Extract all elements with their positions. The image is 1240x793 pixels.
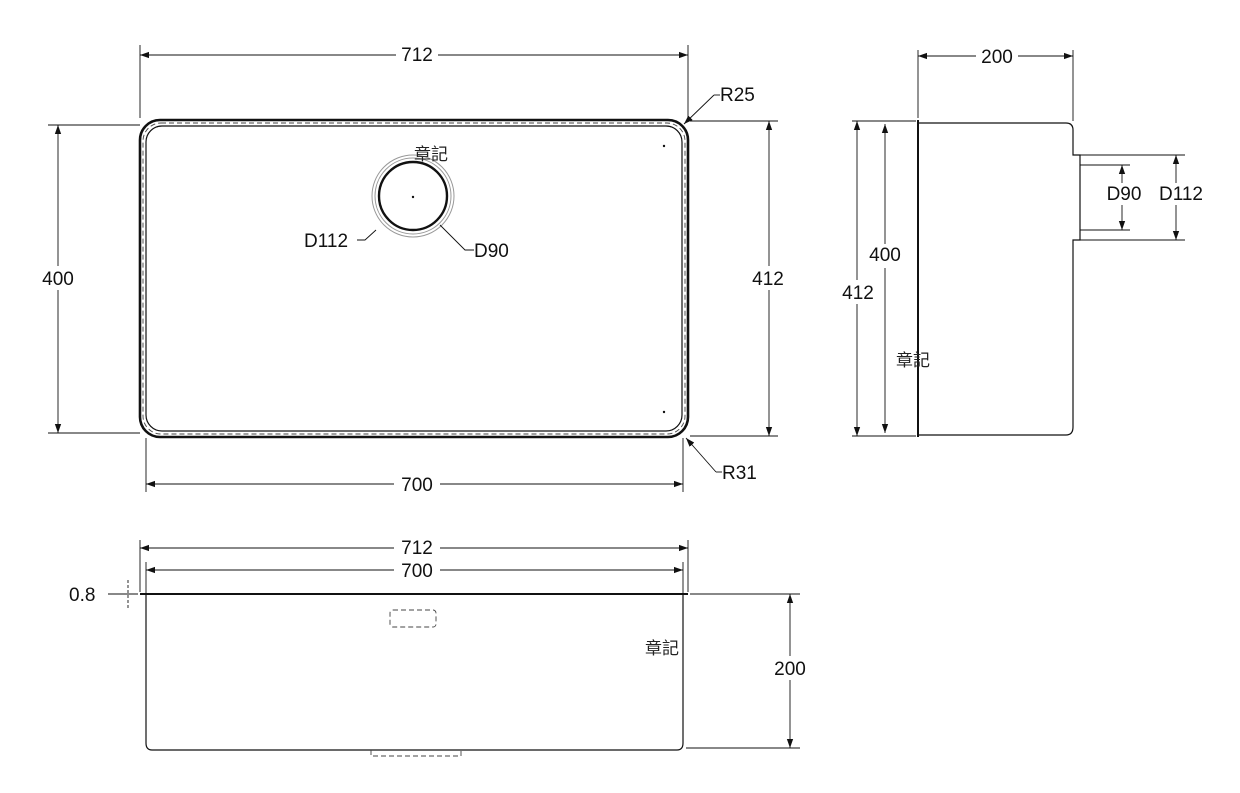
leader-d90 [439, 224, 474, 251]
dim-label-thickness: 0.8 [69, 585, 95, 606]
drain-center [411, 195, 415, 199]
drain-outer-circle [371, 154, 455, 238]
leader-r31 [685, 437, 717, 473]
stamp-side-view: 章記 [896, 351, 930, 371]
dim-label-200-front: 200 [774, 659, 806, 680]
dim-label-412-side: 412 [842, 283, 874, 304]
stamp-front-view: 章記 [645, 639, 679, 659]
sink-outer-rim [138, 118, 690, 439]
dim-label-712-top: 712 [401, 45, 433, 66]
stamp-top-view: 章記 [414, 145, 448, 165]
dim-label-700-bottom: 700 [401, 475, 433, 496]
side-profile [918, 122, 1081, 436]
dim-label-412-right: 412 [752, 269, 784, 290]
drain-outer-circle-2 [374, 157, 452, 235]
drain-label-d112: D112 [304, 231, 348, 252]
sink-rim-dashed [142, 122, 686, 435]
top-view: 712 R25 R31 400 412 700 D112 D90 章記 [38, 43, 790, 496]
leader-r25 [683, 94, 715, 125]
dim-label-d112-side: D112 [1159, 184, 1203, 205]
dim-label-400-side: 400 [869, 245, 901, 266]
radius-label-r25: R25 [720, 85, 755, 106]
dim-label-712-front: 712 [401, 538, 433, 559]
dim-label-d90-side: D90 [1107, 184, 1142, 205]
drain-label-d90: D90 [474, 241, 509, 262]
drain-inner-circle [377, 160, 449, 232]
dim-label-200-side: 200 [981, 47, 1013, 68]
sink-inner-bowl [145, 125, 683, 432]
front-view: 712 700 0.8 200 章記 [69, 536, 812, 757]
dim-label-700-front: 700 [401, 561, 433, 582]
mounting-dot-top [662, 144, 666, 148]
front-body [145, 595, 684, 751]
radius-label-r31: R31 [722, 463, 757, 484]
side-view: 200 412 400 D90 D112 章記 [838, 44, 1206, 437]
mounting-dot-bottom [662, 410, 666, 414]
leader-d112 [357, 229, 377, 241]
dim-label-400-left: 400 [42, 269, 74, 290]
front-drain-outlet [370, 750, 462, 757]
front-overflow-slot [389, 609, 437, 628]
